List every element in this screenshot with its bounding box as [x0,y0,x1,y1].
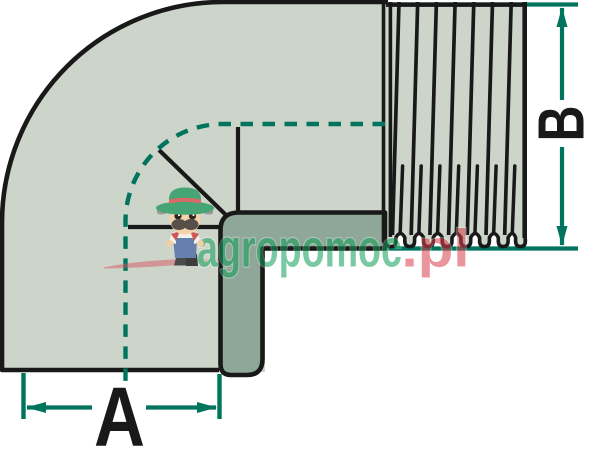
svg-text:.pl: .pl [402,220,470,279]
svg-text:agropomoc: agropomoc [197,220,402,279]
svg-text:A: A [94,371,145,459]
svg-text:B: B [525,105,598,141]
